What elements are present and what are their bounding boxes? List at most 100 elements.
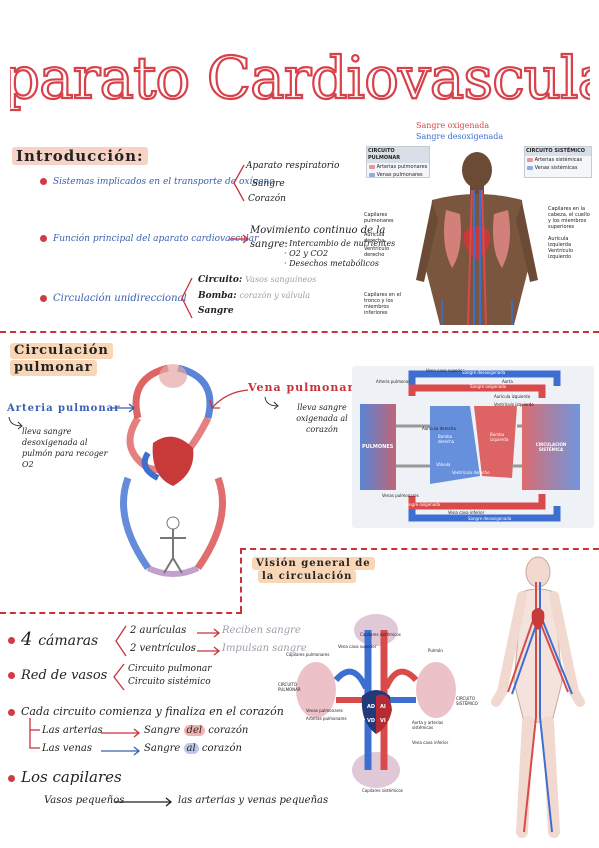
vena-pulmonar-note: lleva sangre oxigenada al corazón xyxy=(296,403,348,434)
bullet-dot xyxy=(8,708,15,716)
cada-circuito-row-1-right: Sangre del corazón xyxy=(144,724,248,737)
overview-label-3: Capilares pulmonares xyxy=(286,652,330,657)
row-2-right-pre: Sangre xyxy=(144,743,181,754)
systemic-circulation-label: CIRCULACIÓN SISTÉMICA xyxy=(535,442,567,452)
capilares-label: Los capilares xyxy=(21,768,122,786)
arrow-icon xyxy=(101,728,141,738)
cada-circuito-row: Cada circuito comienza y finaliza en el … xyxy=(8,705,284,719)
pulmonary-legend-box: CIRCUITO PULMONAR Arterias pulmonares Ve… xyxy=(366,146,430,178)
systemic-legend-header: CIRCUITO SISTÉMICO xyxy=(525,147,591,156)
bullet-dot xyxy=(40,295,47,302)
circuit-label-bottom-4: Sangre desoxigenada xyxy=(468,516,512,521)
bullet-dot xyxy=(8,672,15,679)
vasos-row: Red de vasos xyxy=(8,668,107,684)
intro-item-3-row-1-value: Vasos sanguíneos xyxy=(245,275,317,284)
camaras-branch-1-result: Reciben sangre xyxy=(222,625,301,636)
circuit-label-bottom-3: Vena cava inferior xyxy=(448,510,485,515)
intro-item-3-row-2-key: Bomba: xyxy=(198,291,237,301)
overview-label-4: Pulmón xyxy=(428,648,443,653)
vasos-branch-2: Circuito sistémico xyxy=(128,677,211,687)
arrow-icon xyxy=(101,746,141,756)
tree-connector xyxy=(29,718,40,749)
systemic-legend-box: CIRCUITO SISTÉMICO Arterias sistémicas V… xyxy=(524,146,592,178)
intro-item-2-result-1: Movimiento continuo de la xyxy=(250,225,386,236)
camaras-branch-1: 2 aurículas xyxy=(130,625,187,636)
color-swatch xyxy=(527,157,533,162)
camaras-branch-2-result: Impulsan sangre xyxy=(222,643,307,654)
arrow-icon xyxy=(209,389,249,409)
circuit-label-bottom-1: Venas pulmonares xyxy=(382,493,419,498)
circuit-label-bottom-2: Sangre oxigenada xyxy=(404,502,441,507)
capilares-left: Vasos pequeños xyxy=(44,795,125,806)
bullet-dot xyxy=(40,178,47,185)
arrow-icon xyxy=(197,628,221,638)
human-torso-illustration xyxy=(416,152,538,325)
overview-label-2: Vena cava superior xyxy=(338,644,377,649)
intro-item-1-branch-3: Corazón xyxy=(248,194,286,204)
intro-item-3-row-2: Bomba: corazón y válvula xyxy=(198,290,310,302)
pulmonar-heading-line-2: pulmonar xyxy=(10,360,97,376)
circuit-label-top-8: Ventrículo izquierdo xyxy=(494,402,534,407)
intro-heading: Introducción: xyxy=(12,147,148,165)
overview-label-vi: VI xyxy=(380,718,386,724)
arteria-pulmonar-label: Arteria pulmonar xyxy=(7,403,121,414)
vision-heading-line-1: Visión general de xyxy=(252,557,375,570)
intro-item-2-sub-3: · Desechos metabólicos xyxy=(284,259,379,268)
body-label-right-3: Ventrículo izquierdo xyxy=(548,248,574,260)
brace-connector xyxy=(115,625,127,657)
arrow-icon xyxy=(229,234,250,244)
brace-connector xyxy=(233,164,245,202)
overview-label-11: CIRCUITO SISTÉMICO xyxy=(456,696,478,706)
intro-item-2-sub-1: · Intercambio de nutrientes xyxy=(284,239,396,248)
row-1-right-pre: Sangre xyxy=(144,725,181,736)
arteria-pulmonar-note: lleva sangre desoxigenada al pulmón para… xyxy=(22,427,108,469)
left-pump-label: Bomba izquierda xyxy=(490,432,509,442)
vasos-branch-1: Circuito pulmonar xyxy=(128,664,212,674)
overview-label-vd: VD xyxy=(367,718,376,724)
camaras-row: 4 cámaras xyxy=(8,630,98,651)
brace-connector xyxy=(113,663,125,691)
right-pump-label: Bomba derecha xyxy=(438,434,455,444)
intro-item-3-row-2-value: corazón y válvula xyxy=(239,291,310,300)
legend-oxygenated: Sangre oxigenada xyxy=(416,121,490,130)
bullet-dot xyxy=(8,774,15,782)
brace-connector xyxy=(181,277,193,319)
body-circulation-figure: Sangre oxigenada Sangre desoxigenada CIR… xyxy=(362,120,594,325)
circuit-label-top-1: Vena cava superior xyxy=(426,368,465,373)
circuit-label-bottom-6: Ventrículo derecho xyxy=(452,470,490,475)
circuit-label-top-4: Sangre oxigenada xyxy=(470,384,507,389)
section-divider xyxy=(0,612,242,614)
body-label-right-1: Capilares en la cabeza, el cuello y los … xyxy=(548,206,590,230)
capilares-right: las arterias y venas pequeñas xyxy=(178,795,329,806)
camaras-branch-2: 2 ventrículos xyxy=(130,643,196,654)
vena-pulmonar-label: Vena pulmonar xyxy=(248,381,355,394)
section-divider xyxy=(240,548,599,550)
intro-item-3-row-1-key: Circuito: xyxy=(198,275,243,285)
body-label-left-2: Aurícula derecha xyxy=(364,232,385,244)
circulation-overview-diagram: Capilares sistémicos Vena cava superior … xyxy=(278,600,478,800)
intro-item-3-row-1: Circuito: Vasos sanguíneos xyxy=(198,274,316,286)
overview-label-1: Capilares sistémicos xyxy=(360,632,401,637)
arrow-icon xyxy=(110,403,136,413)
intro-item-2-result-2: sangre: xyxy=(250,239,289,250)
pulmonary-legend-header: CIRCUITO PULMONAR xyxy=(367,147,429,163)
camaras-label: cámaras xyxy=(38,633,99,649)
color-swatch xyxy=(369,172,375,177)
circuit-label-top-5: Sangre desoxigenada xyxy=(462,370,506,375)
overview-label-10: CIRCUITO PULMONAR xyxy=(278,682,301,692)
full-body-vascular-illustration xyxy=(491,556,585,838)
arrow-icon xyxy=(264,396,279,410)
lungs-label: PULMONES xyxy=(362,444,394,450)
section-divider xyxy=(0,331,599,333)
overview-label-5: Venas pulmonares xyxy=(306,708,343,713)
circuit-label-top-6: Aurícula derecha xyxy=(422,426,456,431)
intro-item-3-label: Circulación unidireccional xyxy=(53,293,187,304)
pulmonary-legend-row-1: Arterias pulmonares xyxy=(376,164,428,170)
systemic-legend-row-2: Venas sistémicas xyxy=(534,165,578,171)
systemic-legend-row-1: Arterias sistémicas xyxy=(534,157,583,163)
circuit-label-top-2: Arteria pulmonar xyxy=(376,379,411,384)
intro-item-3-row-3: Sangre xyxy=(198,305,234,317)
arrow-icon xyxy=(8,416,23,430)
pulmonary-loop-illustration xyxy=(120,364,226,577)
page-title-text: Aparato Cardiovascular xyxy=(10,44,590,112)
